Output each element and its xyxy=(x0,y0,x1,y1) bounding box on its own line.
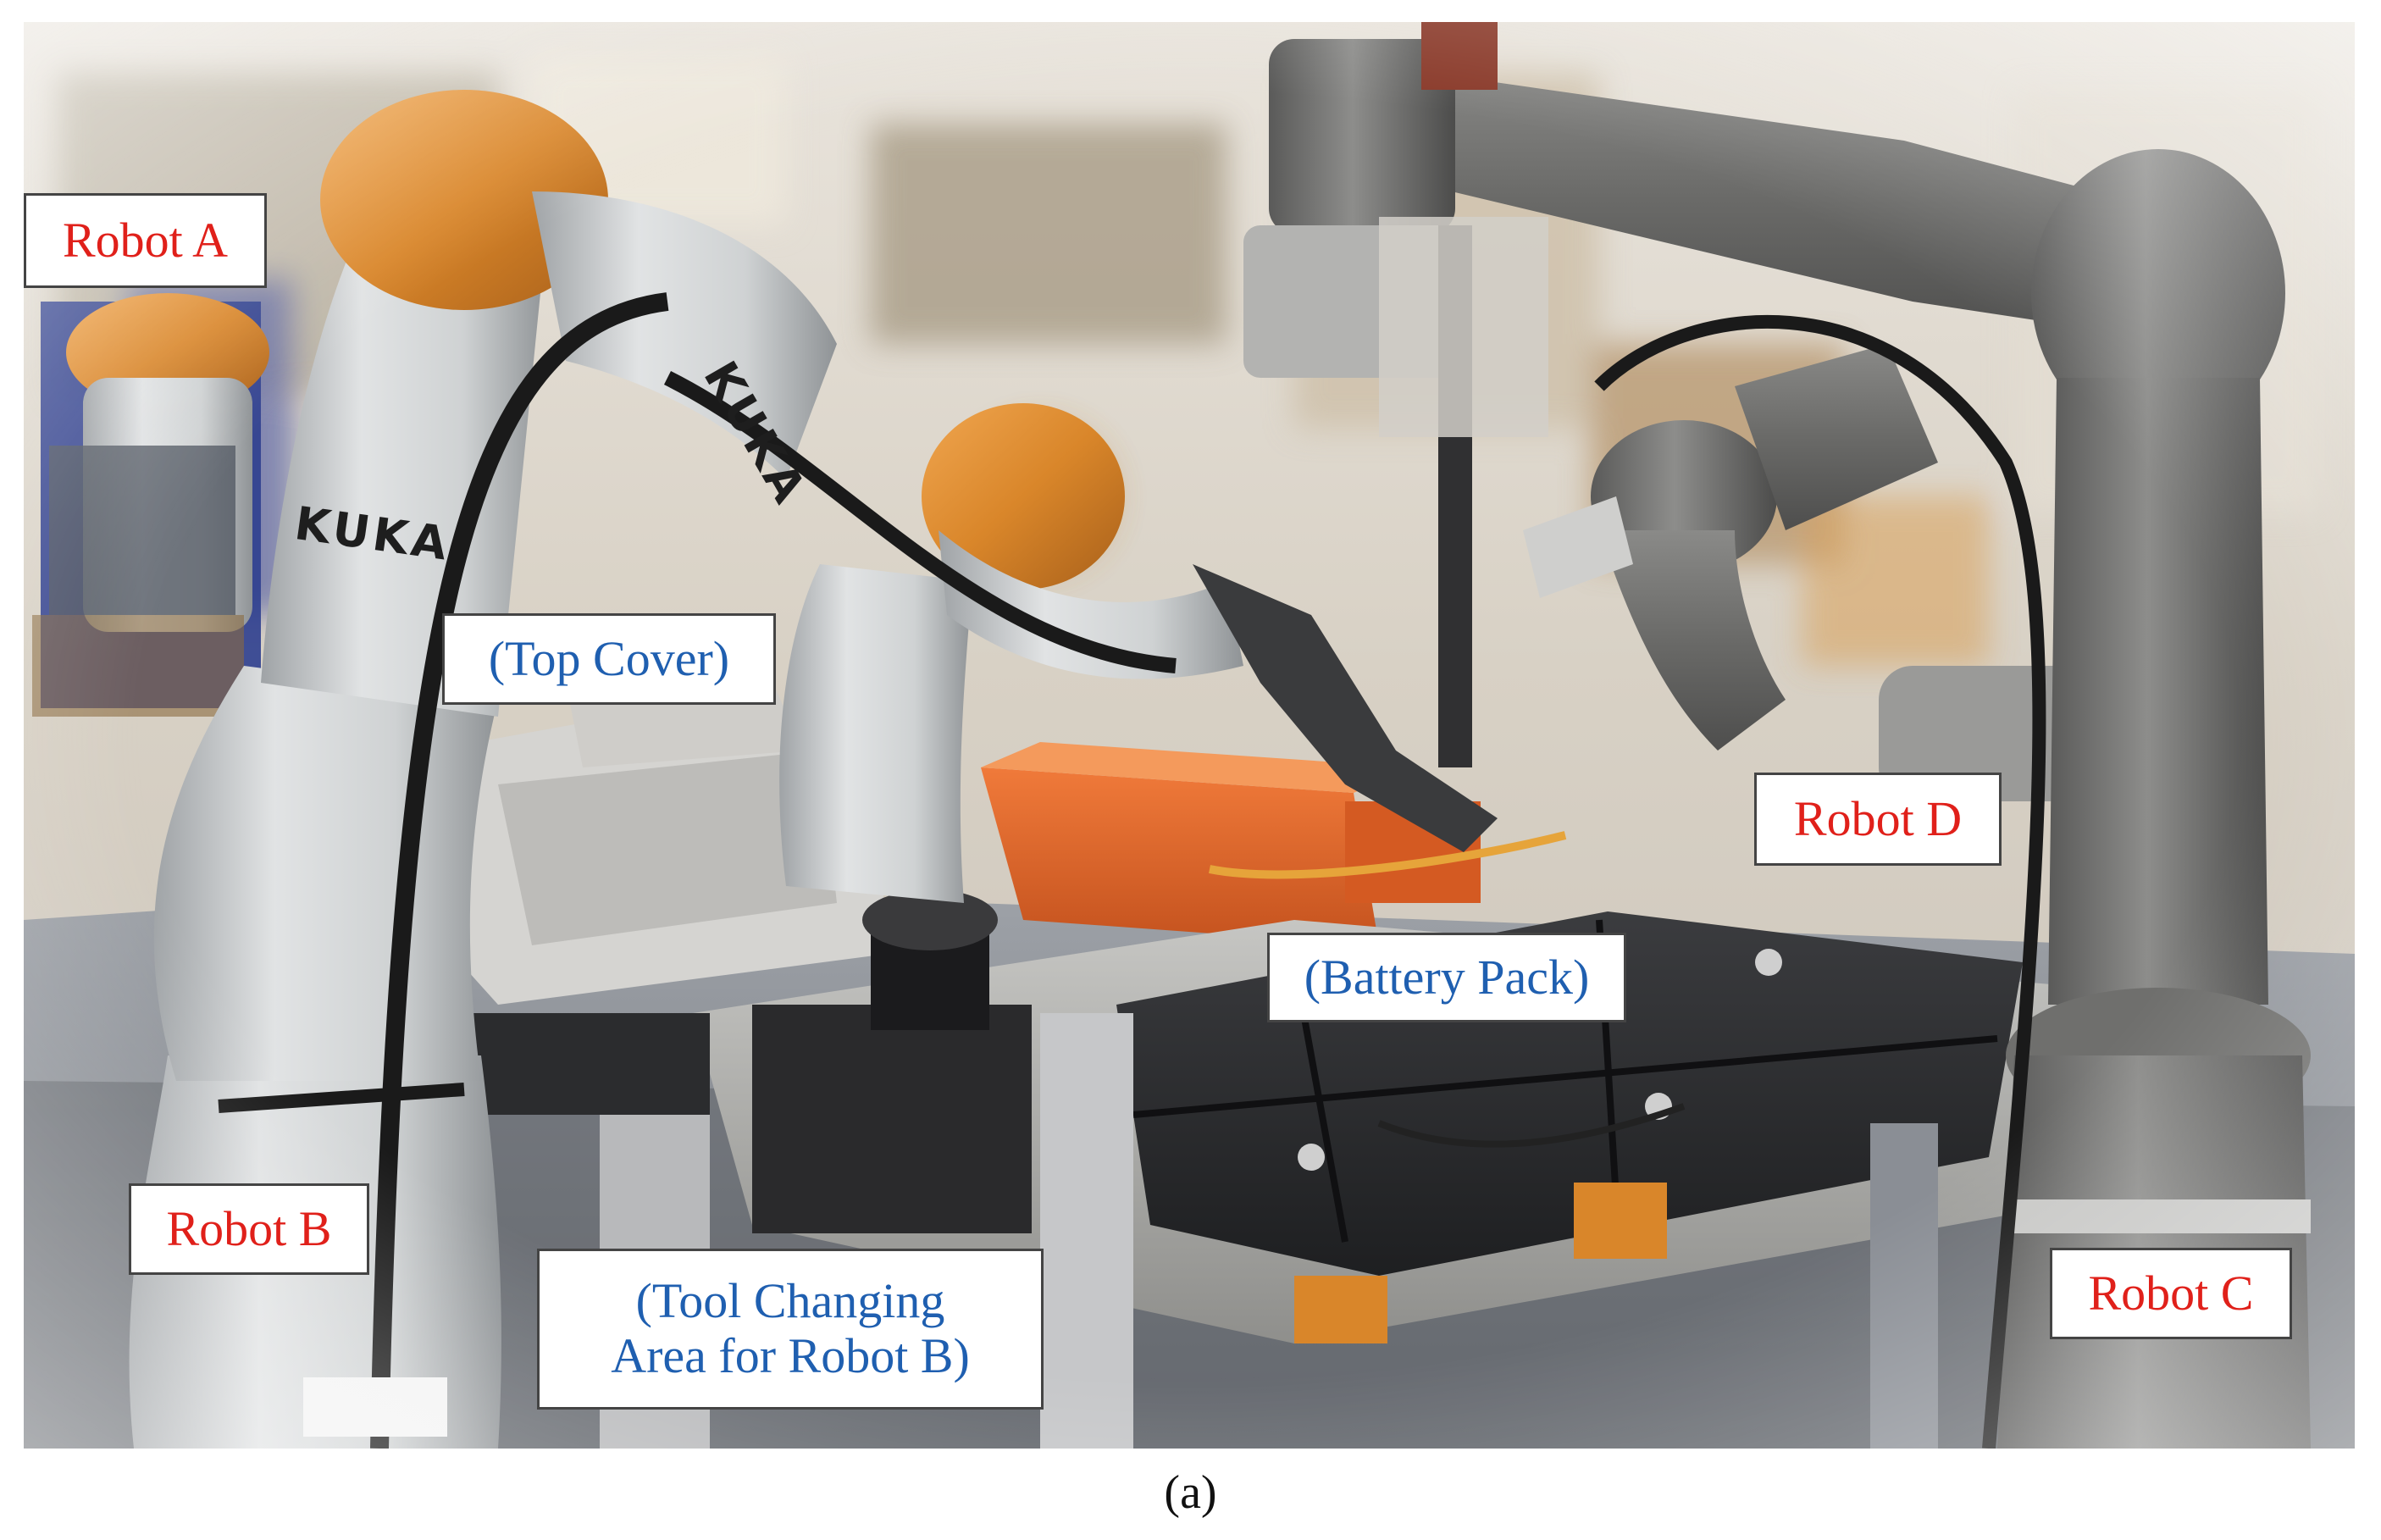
robot-workcell-photo: KUKA KUKA xyxy=(24,22,2355,1449)
robot-d-label: Robot D xyxy=(1754,773,2002,866)
figure-caption: (a) xyxy=(1164,1466,1217,1519)
tool-changing-area-label: (Tool Changing Area for Robot B) xyxy=(537,1249,1044,1410)
robot-a-label: Robot A xyxy=(24,193,267,288)
top-cover-label: (Top Cover) xyxy=(442,613,776,705)
photo-illustration xyxy=(24,22,2355,1449)
tool-changing-label-line2: Area for Robot B) xyxy=(611,1328,970,1383)
robot-c-label: Robot C xyxy=(2050,1248,2292,1339)
robot-b-label: Robot B xyxy=(129,1183,369,1275)
battery-pack-label: (Battery Pack) xyxy=(1267,933,1626,1022)
tool-changing-label-line1: (Tool Changing xyxy=(635,1273,945,1329)
